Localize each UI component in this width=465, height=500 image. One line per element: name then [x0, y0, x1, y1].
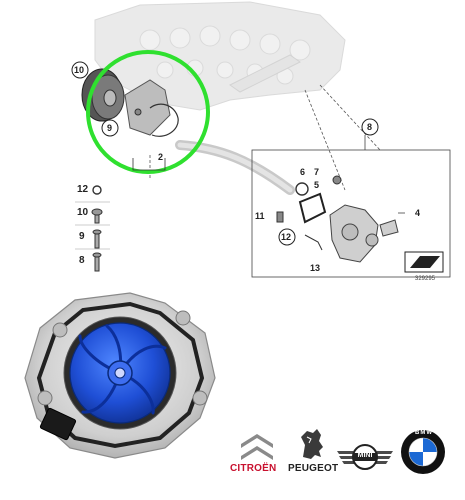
citroen-chevrons-icon [241, 434, 273, 460]
leader-lines [149, 84, 381, 191]
legend-label-12: 12 [77, 184, 89, 195]
legend-label-8: 8 [79, 255, 85, 266]
brand-logos: CITROËN PEUGEOT MINI [228, 425, 465, 500]
peugeot-lion-icon [301, 429, 323, 459]
legend-icons [75, 185, 110, 272]
parts-diagram: 10 9 2 8 6 7 5 11 12 13 4 12 10 9 [71, 1, 451, 282]
legend-label-9: 9 [79, 231, 85, 242]
water-pump-image [24, 292, 216, 459]
callout-9: 9 [107, 123, 112, 133]
callout-8: 8 [367, 122, 372, 132]
callout-12: 12 [281, 232, 291, 242]
coolant-hose [175, 140, 295, 195]
pump-gasket-tab [39, 407, 77, 441]
thermostat-frame [251, 135, 451, 278]
callout-13: 13 [310, 263, 320, 273]
bmw-logo: BMW [400, 429, 446, 475]
mini-wings-icon [337, 444, 393, 470]
legend-label-10: 10 [77, 207, 89, 218]
parts-diagram-svg: 10 9 2 8 6 7 5 11 12 13 4 [71, 1, 451, 278]
callout-5: 5 [314, 180, 319, 190]
callout-7: 7 [314, 167, 319, 177]
callout-2: 2 [158, 152, 163, 162]
callout-4: 4 [415, 208, 420, 218]
bmw-letters: BMW [415, 430, 433, 436]
highlight-circle [86, 50, 210, 174]
bmw-roundel-icon [401, 430, 445, 474]
thermostat-housing [276, 175, 399, 263]
callout-10: 10 [74, 65, 84, 75]
peugeot-wordmark: PEUGEOT [288, 463, 339, 474]
diagram-id: 329295 [415, 276, 436, 282]
engine-cylinder-head [94, 1, 346, 111]
citroen-wordmark: CITROËN [230, 463, 277, 474]
water-pump-exploded [81, 68, 179, 137]
product-photo [15, 288, 225, 463]
callout-11: 11 [255, 211, 265, 221]
mini-logo: MINI [335, 439, 395, 475]
callout-bracket [132, 158, 166, 171]
peugeot-logo: PEUGEOT [283, 425, 338, 485]
citroen-logo: CITROËN [230, 430, 281, 485]
callout-circles [71, 61, 379, 246]
mini-wordmark: MINI [357, 452, 373, 459]
callout-6: 6 [300, 167, 305, 177]
diagram-stamp-icon [404, 251, 444, 273]
